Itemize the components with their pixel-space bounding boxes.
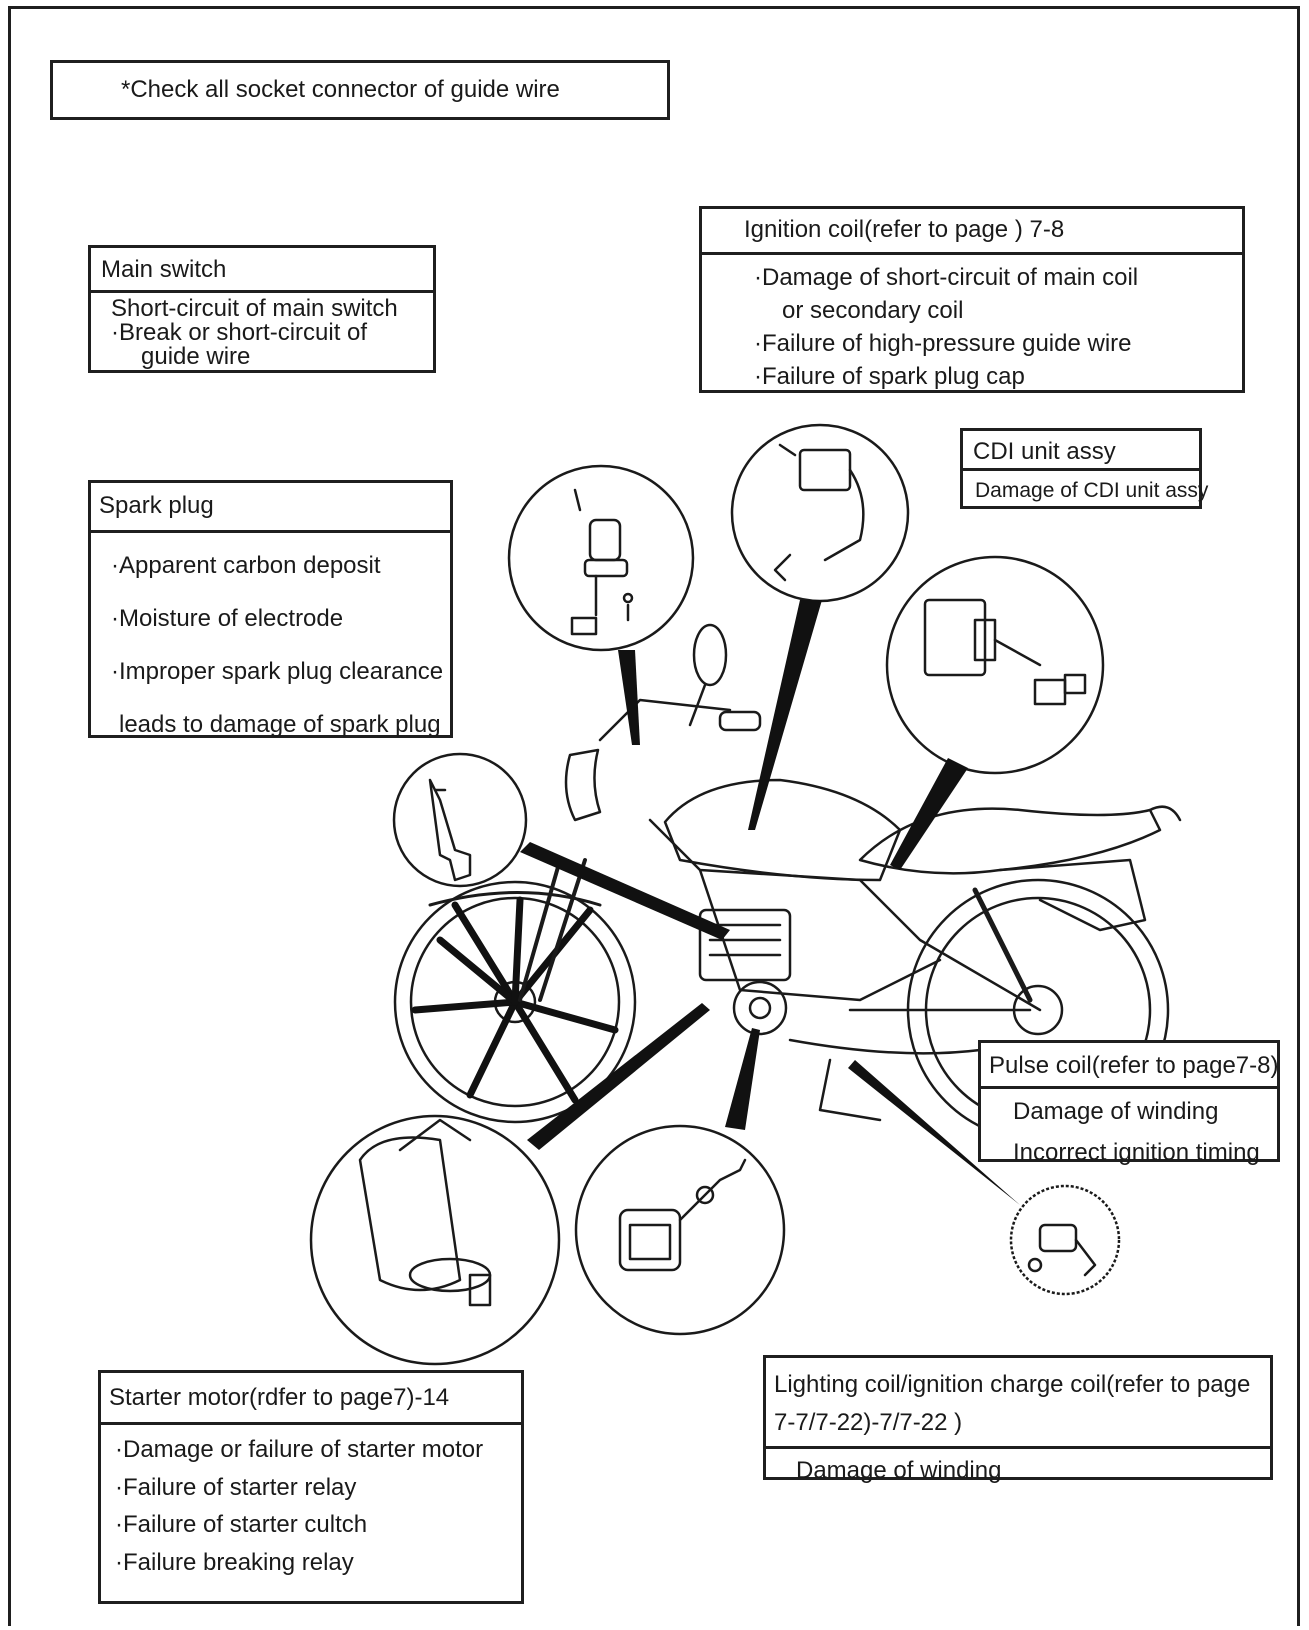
page-frame [8,6,1300,1626]
lighting-coil-box: Lighting coil/ignition charge coil(refer… [763,1355,1273,1484]
cdi-detail-circle [885,555,1105,775]
starter-motor-item: ·Damage or failure of starter motor [115,1436,484,1463]
pulse-coil-box: Pulse coil(refer to page7-8) Damage of w… [978,1040,1280,1166]
wire-check-note: *Check all socket connector of guide wir… [50,60,670,120]
pulse-coil-title: Pulse coil(refer to page7-8) [981,1043,1278,1089]
spark-plug-item: leads to damage of spark plug [119,711,441,738]
lighting-coil-leader [725,1028,760,1130]
pulse-coil-detail-circle [1009,1184,1121,1296]
ignition-coil-detail-circle [730,423,910,603]
main-switch-item: guide wire [141,343,251,370]
main-switch-detail-circle [507,464,695,652]
starter-motor-item: ·Failure of starter cultch [115,1511,368,1538]
lighting-coil-title: Lighting coil/ignition charge coil(refer… [766,1358,1270,1449]
spark-plug-item: ·Apparent carbon deposit [111,552,381,579]
lighting-coil-title-line: 7-7/7-22)-7/7-22 ) [774,1409,963,1436]
spark-plug-item: ·Moisture of electrode [111,605,344,632]
starter-motor-box: Starter motor(rdfer to page7)-14 ·Damage… [98,1370,524,1604]
cdi-title: CDI unit assy [963,431,1199,471]
ignition-coil-leader [748,600,822,830]
starter-motor-item: ·Failure breaking relay [115,1548,354,1576]
spark-plug-title: Spark plug [91,483,450,533]
ignition-coil-item: ·Damage of short-circuit of main coil [754,264,1139,291]
cdi-item: Damage of CDI unit assy [975,479,1209,502]
main-switch-title: Main switch [91,248,433,293]
cdi-leader [890,758,968,870]
lighting-coil-item: Damage of winding [796,1457,1002,1484]
ignition-coil-item: ·Failure of high-pressure guide wire [754,330,1132,357]
lighting-coil-title-line: Lighting coil/ignition charge coil(refer… [774,1371,1251,1398]
main-switch-leader [618,650,640,745]
spark-plug-leader [520,842,730,940]
main-switch-box: Main switch Short-circuit of main switch… [88,245,436,373]
starter-motor-leader [527,1003,710,1150]
starter-motor-detail-circle [309,1114,561,1366]
pulse-coil-item: Damage of winding [1013,1098,1219,1125]
starter-motor-title: Starter motor(rdfer to page7)-14 [101,1373,521,1425]
ignition-coil-item: or secondary coil [782,297,964,324]
front-wheel [393,880,637,1124]
spark-plug-detail-circle [392,752,528,888]
spark-plug-box: Spark plug ·Apparent carbon deposit ·Moi… [88,480,453,738]
cdi-box: CDI unit assy Damage of CDI unit assy [960,428,1209,509]
starter-motor-item: ·Failure of starter relay [115,1473,357,1501]
ignition-coil-title: Ignition coil(refer to page ) 7-8 [702,209,1242,255]
pulse-coil-leader [848,1060,1028,1212]
ignition-coil-box: Ignition coil(refer to page ) 7-8 ·Damag… [699,206,1245,393]
pulse-coil-item: Incorrect ignition timing [1013,1139,1260,1166]
spark-plug-item: ·Improper spark plug clearance [111,658,444,685]
main-switch-item: ·Break or short-circuit of [111,319,368,346]
ignition-coil-item: ·Failure of spark plug cap [754,363,1025,390]
main-switch-item: Short-circuit of main switch [111,295,398,322]
